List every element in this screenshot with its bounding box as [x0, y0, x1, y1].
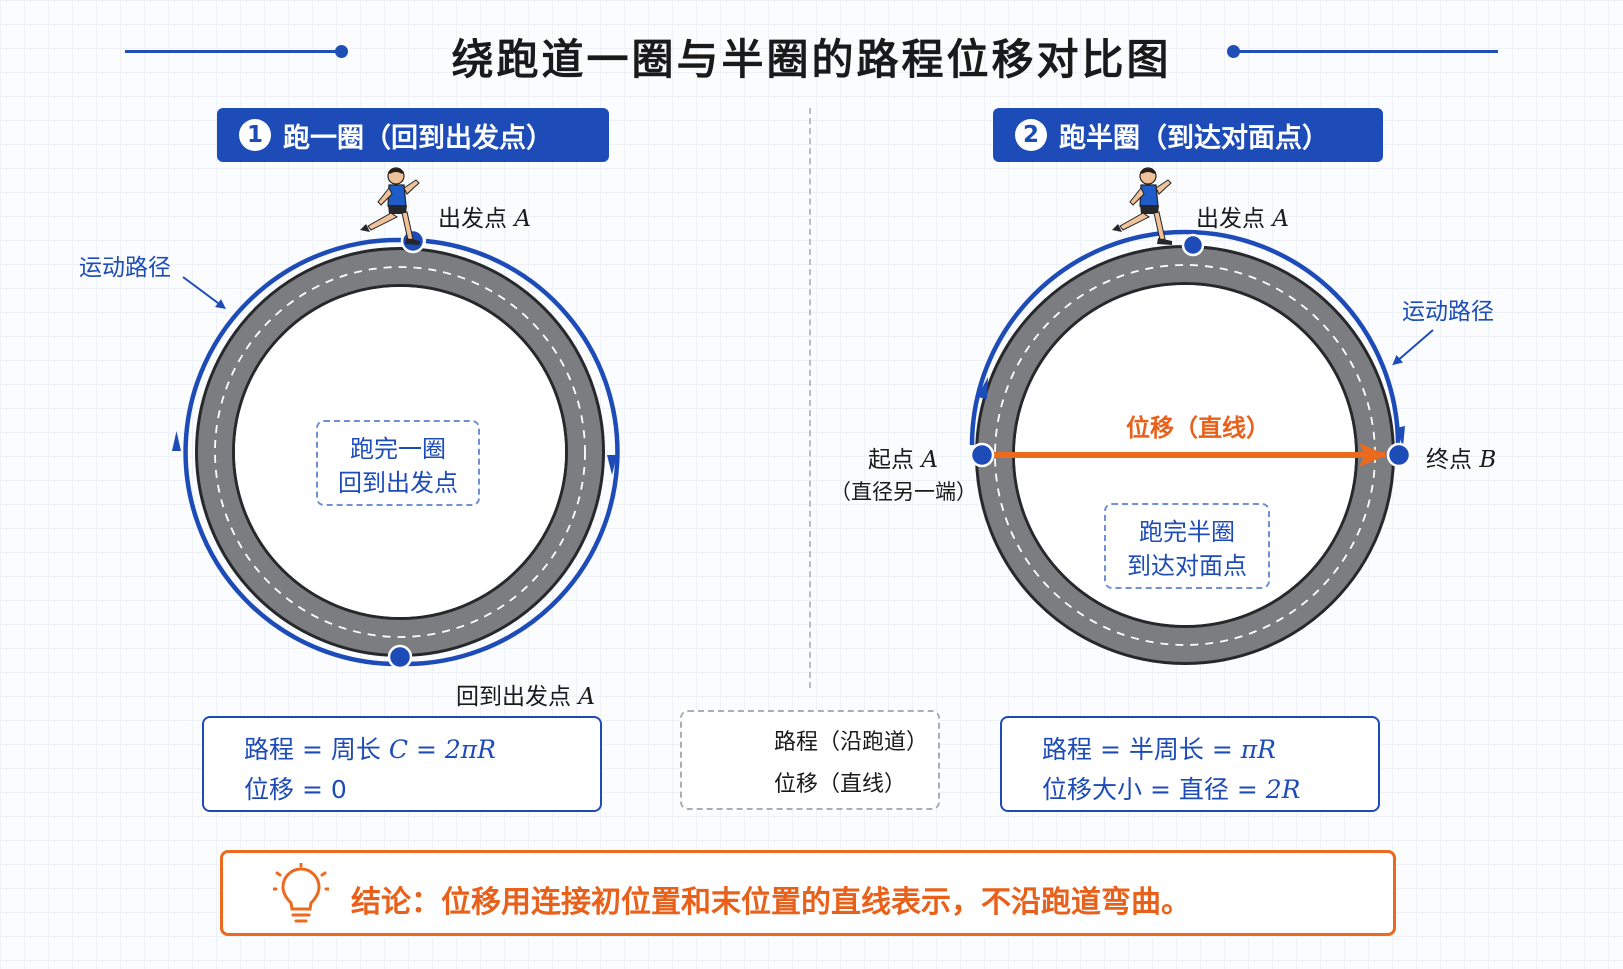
panel1-number: 1: [239, 119, 271, 151]
panel1-end-label: 回到出发点 A: [456, 684, 595, 710]
panel2-path-callout: [1392, 329, 1434, 366]
panel1-header-text: 跑一圈（回到出发点）: [283, 122, 553, 154]
runner-icon-panel2: [1112, 167, 1172, 245]
legend-path-label: 路程（沿跑道）: [774, 730, 929, 755]
panel1-formula-displacement: 位移 = 0: [244, 775, 347, 804]
panel1-formula-box: 路程 = 周长 C = 2πR 位移 = 0: [202, 716, 602, 812]
legend-displacement-label: 位移（直线）: [774, 772, 907, 797]
panel1-arrow-left: [172, 431, 181, 451]
title-left-line: [125, 50, 340, 53]
panel2-note: 跑完半圈 到达对面点: [1104, 503, 1270, 589]
end-dot-icon: [387, 644, 413, 670]
panel2-number: 2: [1015, 119, 1047, 151]
panel1-formula-distance: 路程 = 周长 C = 2πR: [244, 735, 497, 764]
panel2-origin-dot-icon: [969, 442, 995, 468]
title-right-dot: [1227, 45, 1240, 58]
title-left-dot: [335, 45, 348, 58]
panel1-path-label: 运动路径: [79, 255, 171, 281]
panel2-origin-label: 起点 A: [868, 447, 938, 473]
runner-icon: [360, 167, 420, 245]
panel2-origin-sub: （直径另一端）: [830, 480, 977, 504]
panel2-end-dot-icon: [1386, 442, 1412, 468]
panel1-start-label: 出发点 A: [438, 206, 531, 232]
panel1-path-left: [183, 237, 419, 667]
panel1-note: 跑完一圈 回到出发点: [316, 420, 480, 506]
panel2-header-text: 跑半圈（到达对面点）: [1059, 122, 1329, 154]
page-title: 绕跑道一圈与半圈的路程位移对比图: [451, 35, 1172, 84]
panel1-path-callout: [182, 276, 227, 309]
panel1-header: 1 跑一圈（回到出发点）: [217, 108, 609, 162]
panel2-end-label: 终点 B: [1426, 447, 1497, 473]
panel2-header: 2 跑半圈（到达对面点）: [993, 108, 1383, 162]
panel2-formula-box: 路程 = 半周长 = πR 位移大小 = 直径 = 2R: [1000, 716, 1380, 812]
panel2-displacement-label: 位移（直线）: [1126, 414, 1270, 442]
panel2-start-label: 出发点 A: [1196, 206, 1289, 232]
panel2-path-label: 运动路径: [1402, 299, 1494, 325]
panel2-top-dot-icon: [1181, 233, 1205, 257]
center-divider: [809, 108, 811, 688]
title-bar: 绕跑道一圈与半圈的路程位移对比图: [0, 22, 1623, 84]
panel2-arrow-right: [1396, 426, 1405, 447]
title-right-line: [1236, 50, 1498, 53]
lightbulb-icon: [273, 863, 329, 923]
panel1-arrow-right: [607, 455, 617, 475]
panel2-arrow-left: [977, 377, 988, 399]
panel1-path-right: [404, 238, 620, 667]
panel2-formula-displacement: 位移大小 = 直径 = 2R: [1042, 775, 1301, 804]
panel2-formula-distance: 路程 = 半周长 = πR: [1042, 735, 1277, 764]
legend-box: [680, 710, 940, 810]
conclusion-text: 结论：位移用连接初位置和末位置的直线表示，不沿跑道弯曲。: [351, 885, 1191, 920]
conclusion-box: 结论：位移用连接初位置和末位置的直线表示，不沿跑道弯曲。: [220, 850, 1396, 936]
panel2-path-arc: [969, 229, 1401, 446]
